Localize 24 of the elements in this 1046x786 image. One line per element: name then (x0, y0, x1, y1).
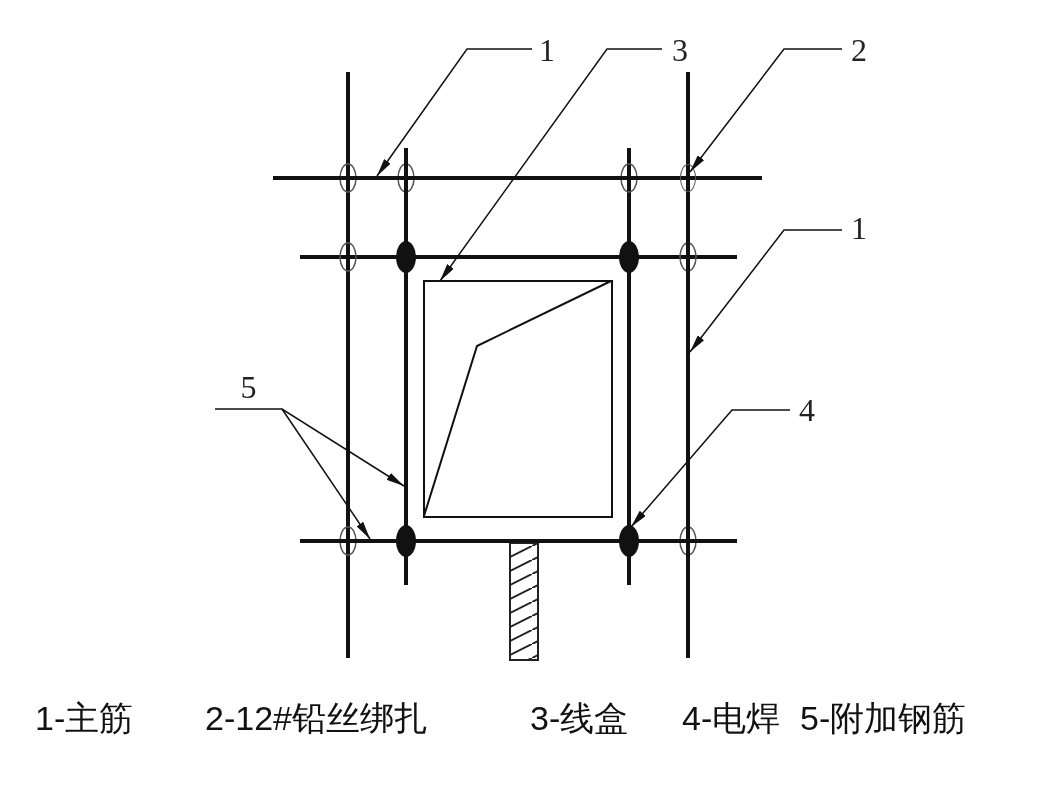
legend-text: 4-电焊 (682, 698, 781, 739)
legend-text: 1-主筋 (35, 698, 134, 739)
callout-number: 1 (532, 28, 562, 72)
legend-text: 3-线盒 (530, 698, 629, 739)
leader-line (630, 409, 791, 528)
callout-number: 3 (662, 28, 698, 72)
callout-number: 4 (790, 388, 824, 432)
callout-number: 1 (842, 206, 876, 250)
legend-text: 5-附加钢筋 (800, 698, 967, 739)
leader-line (439, 48, 663, 282)
callout-number: 5 (215, 366, 282, 409)
callout-number: 2 (842, 28, 876, 72)
weld-point (619, 525, 639, 557)
rebar (300, 539, 737, 543)
leader-line (281, 408, 371, 540)
leader-line (689, 229, 843, 353)
leader-line (214, 408, 405, 487)
junction-box-drawing (423, 280, 613, 518)
leader-line (689, 48, 843, 173)
rebar (273, 176, 762, 180)
leader-line (376, 48, 533, 177)
rebar (686, 72, 690, 658)
legend-text: 2-12#铅丝绑扎 (205, 698, 428, 739)
rebar (404, 148, 408, 585)
